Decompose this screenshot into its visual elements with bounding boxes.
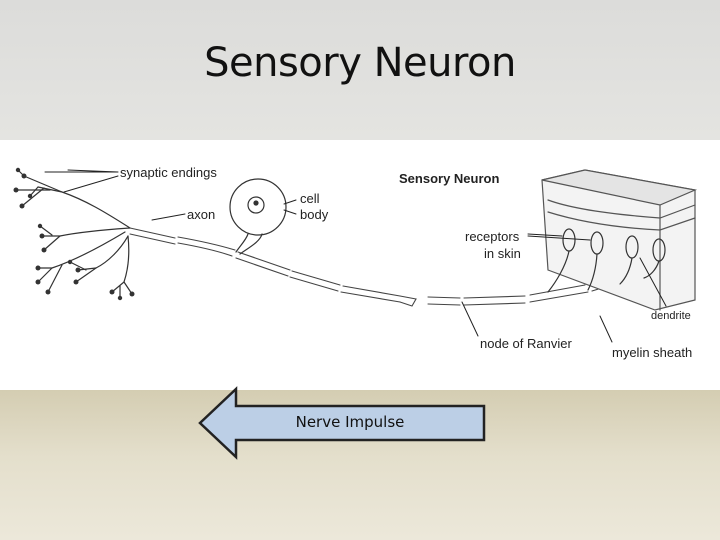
cell-label: cell: [300, 191, 320, 206]
axon-label: axon: [187, 207, 216, 222]
receptors-label: receptors: [465, 229, 520, 244]
nerve-impulse-label: Nerve Impulse: [295, 413, 405, 431]
synaptic-endings-label: synaptic endings: [120, 165, 217, 180]
synaptic-endings-drawing: [15, 169, 133, 299]
body-label: body: [300, 207, 329, 222]
neuron-diagram: synaptic endings axon cell body Sensory …: [0, 140, 720, 390]
in-skin-label: in skin: [484, 246, 521, 261]
slide-header: [0, 0, 720, 140]
receptors-drawing: [547, 228, 666, 293]
cell-body-drawing: [229, 178, 287, 255]
slide-title: Sensory Neuron: [204, 40, 516, 86]
neuron-illustration: [13, 167, 698, 343]
dendrite-label: dendrite: [651, 310, 691, 322]
diagram-heading: Sensory Neuron: [399, 171, 500, 186]
myelin-sheath-label: myelin sheath: [612, 345, 693, 360]
node-of-ranvier-label: node of Ranvier: [480, 336, 572, 351]
nerve-impulse-arrow: [198, 386, 486, 460]
skin-block-drawing: [541, 169, 698, 311]
